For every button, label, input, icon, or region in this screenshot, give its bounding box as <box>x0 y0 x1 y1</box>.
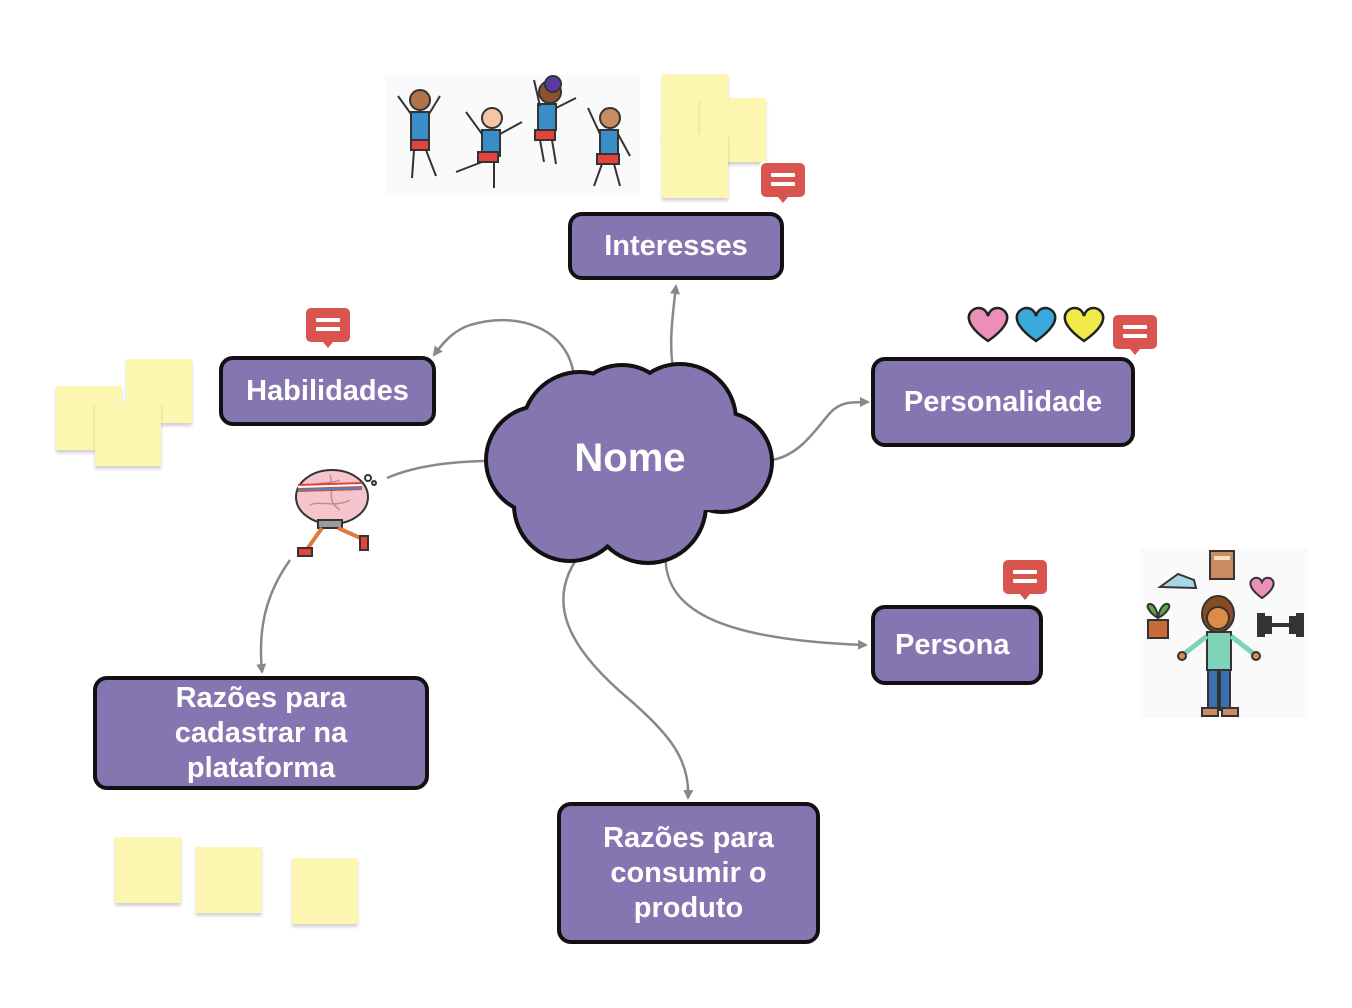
node-razoes-cadastrar[interactable]: Razões para cadastrar na plataforma <box>93 676 429 790</box>
sticky-note[interactable] <box>95 402 161 466</box>
heart-yellow-icon <box>1063 306 1105 343</box>
center-node-label[interactable]: Nome <box>574 436 686 480</box>
node-habilidades[interactable]: Habilidades <box>219 356 436 426</box>
node-persona[interactable]: Persona <box>871 605 1043 685</box>
dancing-people-illustration <box>385 75 640 195</box>
connector-personalidade <box>771 397 870 462</box>
comment-icon[interactable] <box>1000 557 1050 603</box>
node-interesses[interactable]: Interesses <box>568 212 784 280</box>
node-personalidade[interactable]: Personalidade <box>871 357 1135 447</box>
node-razoes-consumir[interactable]: Razões para consumir o produto <box>557 802 820 944</box>
sticky-note[interactable] <box>115 837 181 903</box>
sticky-note[interactable] <box>292 858 358 924</box>
connector-persona <box>664 549 868 650</box>
connectors <box>256 284 870 800</box>
heart-row <box>967 306 1105 343</box>
running-brain-illustration <box>295 469 377 557</box>
sticky-note[interactable] <box>662 134 728 198</box>
center-cloud[interactable] <box>484 362 774 565</box>
person-hobbies-illustration <box>1140 548 1308 718</box>
connector-cadastrar <box>256 559 292 674</box>
connector-consumir <box>562 547 694 800</box>
comment-icon[interactable] <box>758 160 808 206</box>
sticky-note[interactable] <box>196 847 262 913</box>
heart-pink-icon <box>967 306 1009 343</box>
connector-brain <box>386 459 485 480</box>
comment-icon[interactable] <box>1110 312 1160 358</box>
heart-blue-icon <box>1015 306 1057 343</box>
comment-icon[interactable] <box>303 305 353 351</box>
connector-habilidades <box>432 318 576 379</box>
